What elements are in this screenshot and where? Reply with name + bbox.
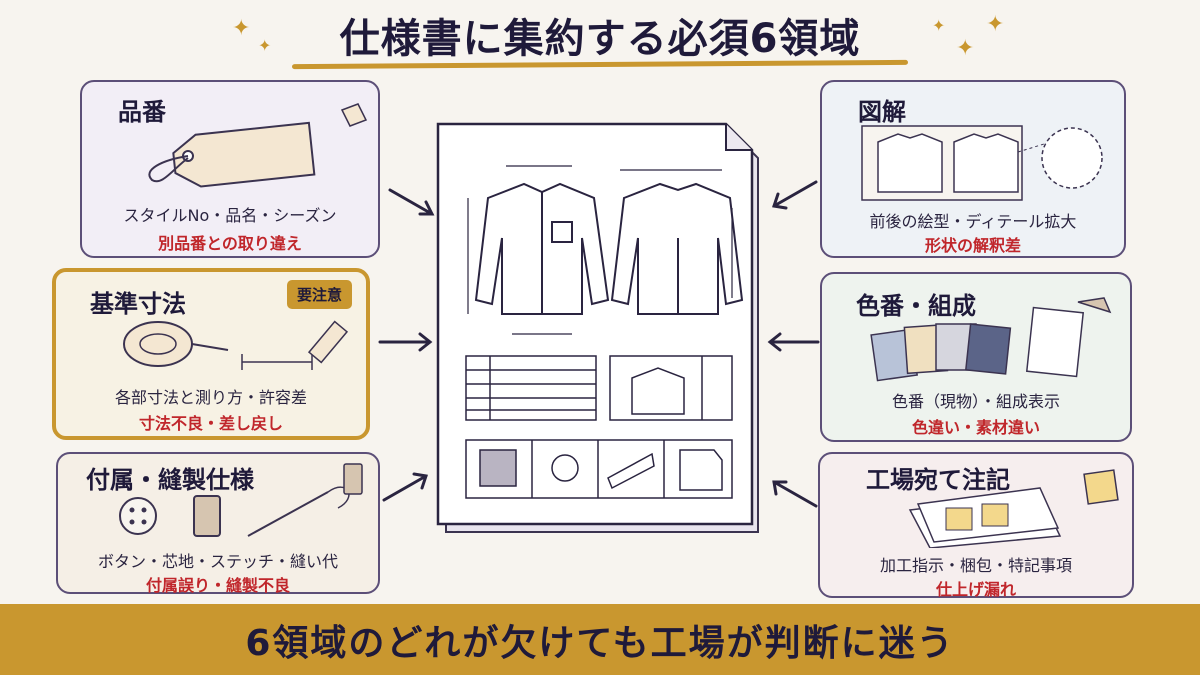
- card-title: 色番・組成: [856, 292, 976, 320]
- card-accessories: 付属・縫製仕様 ボタン・芯地・ステッチ・縫い代 付属誤り・縫製不良: [56, 452, 380, 595]
- card-description: 各部寸法と測り方・許容差: [114, 388, 307, 407]
- card-description: 前後の絵型・ディテール拡大: [869, 212, 1077, 231]
- card-risk: 別品番との取り違え: [158, 234, 302, 253]
- bottom-banner: 6領域のどれが欠けても工場が判断に迷う: [0, 604, 1200, 675]
- sparkle-icon: ✦: [956, 36, 975, 61]
- card-risk: 色違い・素材違い: [911, 418, 1040, 437]
- card-risk: 仕上げ漏れ: [935, 580, 1016, 599]
- arrow-left-middle: [378, 332, 433, 352]
- shirt-sketch-icon: [861, 125, 1103, 201]
- spec-document-illustration: [436, 122, 759, 533]
- banner-text: 6領域のどれが欠けても工場が判断に迷う: [245, 623, 955, 664]
- card-risk: 形状の解釈差: [924, 236, 1021, 255]
- sparkle-icon: ✦: [932, 16, 946, 35]
- price-tag-icon: [148, 103, 368, 188]
- sparkle-icon: ✦: [258, 36, 272, 55]
- card-factory-notes: 工場宛て注記 加工指示・梱包・特記事項 仕上げ漏れ: [818, 452, 1134, 599]
- card-risk: 寸法不良・差し戻し: [138, 414, 283, 433]
- card-description: スタイルNo・品名・シーズン: [123, 206, 337, 225]
- card-risk: 付属誤り・縫製不良: [145, 576, 290, 595]
- button-thread-needle-icon: [119, 463, 363, 537]
- card-title: 工場宛て注記: [866, 466, 1010, 494]
- tape-measure-icon: [123, 320, 349, 370]
- sparkle-icon: ✦: [232, 16, 251, 41]
- arrow-right-bottom: [772, 480, 818, 508]
- card-color: 色番・組成 色番（現物）・組成表示 色違い・素材違い: [820, 272, 1132, 442]
- card-description: ボタン・芯地・ステッチ・縫い代: [97, 552, 338, 571]
- card-title: 図解: [858, 98, 906, 126]
- arrow-right-middle: [767, 332, 820, 352]
- card-diagram: 図解 前後の絵型・ディテール拡大 形状の解釈差: [820, 80, 1126, 258]
- back-shirt-sketch: [610, 182, 744, 315]
- card-title: 品番: [118, 98, 166, 126]
- card-item-number: 品番 スタイルNo・品名・シーズン 別品番との取り違え: [80, 80, 380, 258]
- card-title: 基準寸法: [90, 290, 186, 318]
- card-dimensions: 基準寸法 要注意 各部寸法と測り方・許容差 寸法不良・差し戻し: [52, 268, 370, 440]
- arrow-left-top: [388, 188, 435, 216]
- front-shirt-sketch: [474, 182, 610, 315]
- caution-badge: 要注意: [286, 280, 352, 309]
- card-description: 加工指示・梱包・特記事項: [879, 556, 1072, 575]
- card-title: 付属・縫製仕様: [86, 466, 254, 494]
- card-description: 色番（現物）・組成表示: [891, 392, 1060, 411]
- notes-stack-icon: [908, 469, 1119, 548]
- arrow-right-top: [772, 180, 818, 210]
- sparkle-icon: ✦: [986, 12, 1005, 37]
- arrow-left-bottom: [382, 472, 428, 502]
- fabric-swatch-icon: [870, 297, 1112, 382]
- page-title: 仕様書に集約する必須6領域: [339, 16, 861, 62]
